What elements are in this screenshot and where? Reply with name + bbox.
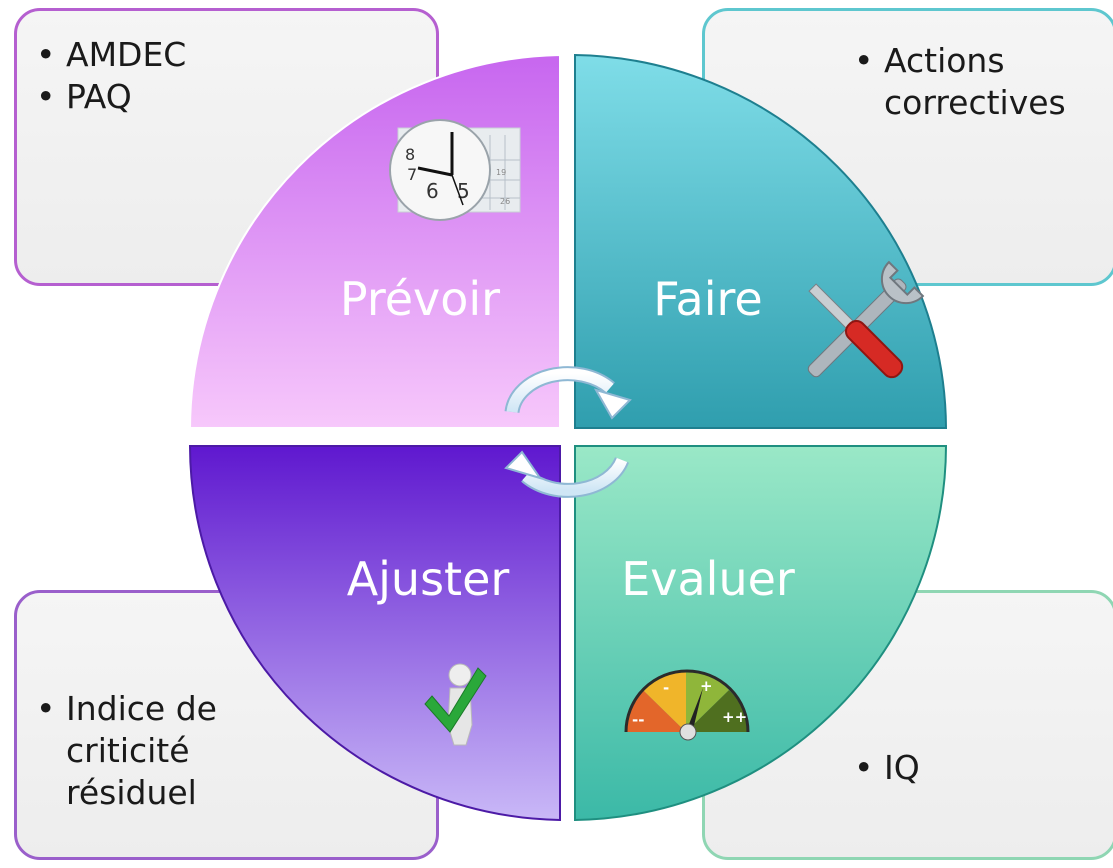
svg-text:-: - [663,679,669,697]
svg-text:--: -- [632,711,644,729]
wrench-screwdriver-icon [807,260,925,379]
figure-checkmark-icon [424,663,487,746]
label-ajuster: Ajuster [347,552,510,606]
list-faire: Actions correctives [852,40,1112,124]
svg-text:19: 19 [496,168,506,177]
list-evaluer: IQ [852,747,920,789]
svg-text:++: ++ [722,708,747,726]
label-faire: Faire [653,272,762,326]
gauge-icon: -- - + ++ [624,669,750,741]
svg-text:7: 7 [407,165,417,184]
list-item: AMDEC [34,34,186,76]
list-item: PAQ [34,76,186,118]
label-evaluer: Evaluer [621,552,795,606]
svg-text:8: 8 [405,145,415,164]
circular-arrows-icon [504,366,632,498]
svg-text:6: 6 [426,179,439,203]
quadrant-prevoir [188,53,561,429]
svg-text:5: 5 [457,179,470,203]
list-item: Indice de criticité résiduel [34,688,284,814]
list-item: IQ [852,747,920,789]
svg-text:26: 26 [500,197,510,206]
list-ajuster: Indice de criticité résiduel [34,688,284,814]
svg-text:+: + [700,677,713,695]
list-item: Actions correctives [852,40,1112,124]
label-prevoir: Prévoir [340,272,500,326]
list-prevoir: AMDEC PAQ [34,34,186,118]
